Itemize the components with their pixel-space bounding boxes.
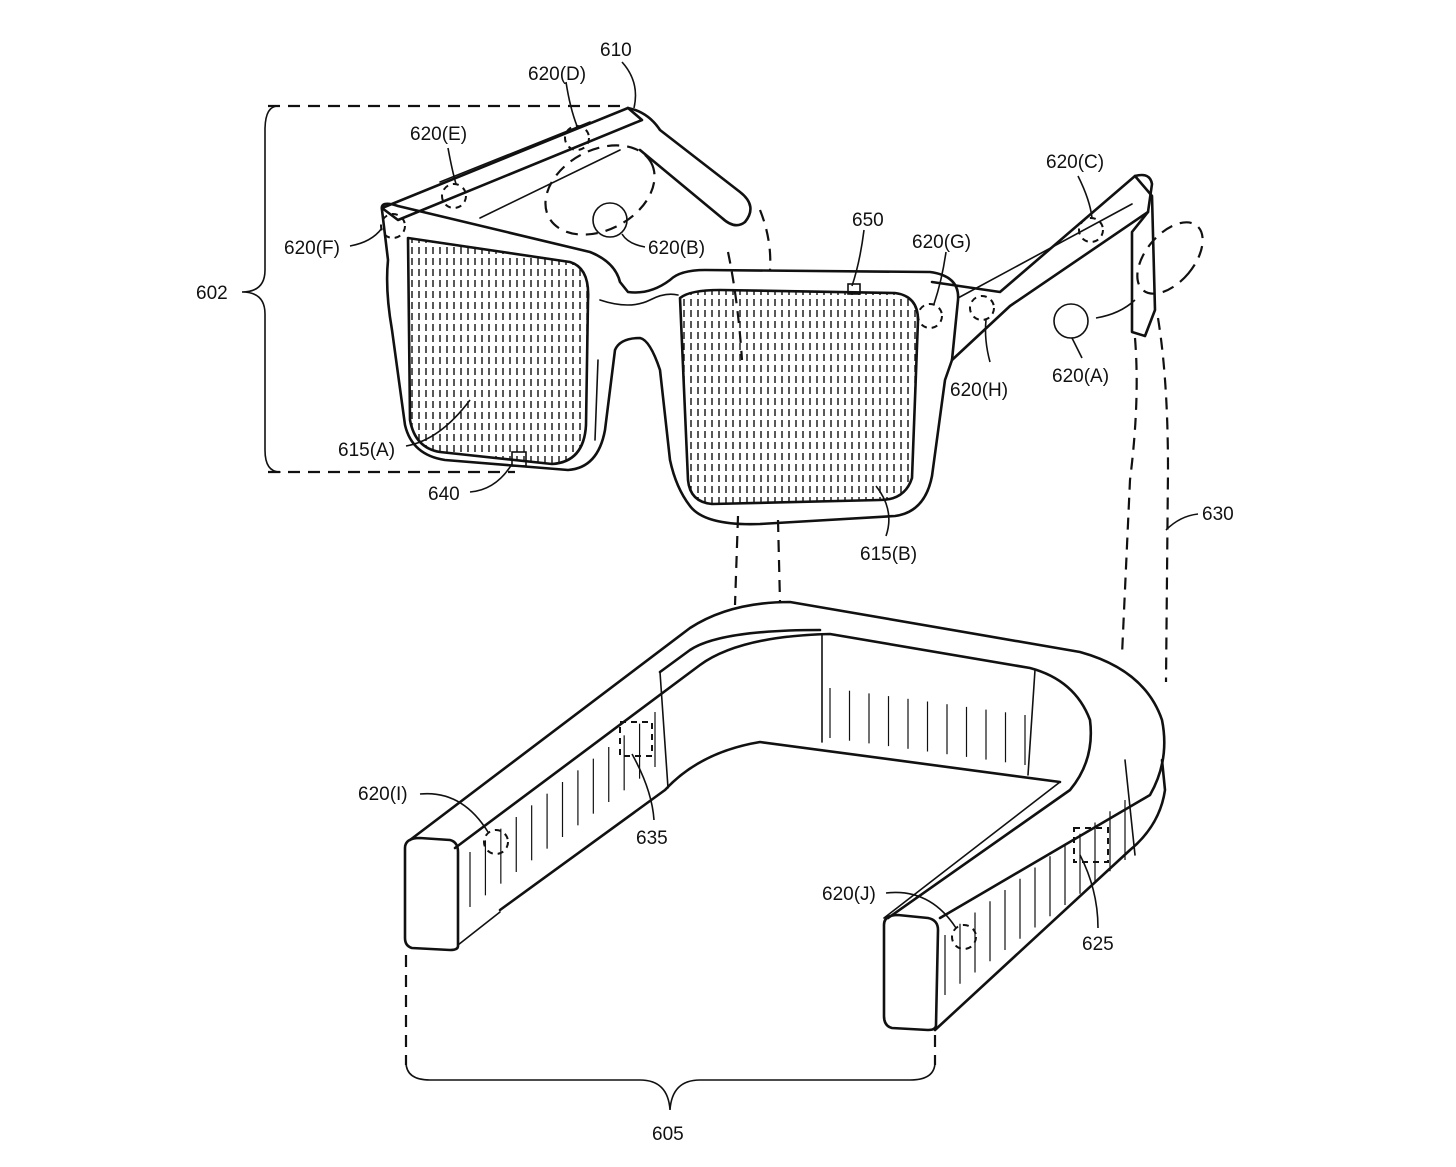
label-620B: 620(B) <box>648 238 705 259</box>
sensor-620J <box>951 924 977 950</box>
sensor-620C <box>1078 217 1104 243</box>
label-605: 605 <box>652 1124 684 1145</box>
sensor-620A <box>1053 303 1089 339</box>
label-620J: 620(J) <box>822 884 876 905</box>
sensor-650 <box>847 283 861 295</box>
label-635: 635 <box>636 828 668 849</box>
lens-615B <box>678 288 920 506</box>
leader-lines <box>349 61 1199 929</box>
labels: 610 620(D) 620(E) 620(F) 620(B) 650 620(… <box>196 40 1234 1145</box>
sensors-glasses <box>380 125 1204 467</box>
module-625 <box>1073 827 1109 863</box>
label-620F: 620(F) <box>284 238 340 259</box>
ear-loop-right <box>1136 221 1204 295</box>
sensor-620F <box>380 213 406 239</box>
label-620H: 620(H) <box>950 380 1008 401</box>
label-620E: 620(E) <box>410 124 467 145</box>
label-620A: 620(A) <box>1052 366 1109 387</box>
sensor-620G <box>917 303 943 329</box>
label-615B: 615(B) <box>860 544 917 565</box>
glasses-frame <box>380 106 1157 526</box>
label-640: 640 <box>428 484 460 505</box>
connectors-630 <box>726 209 1170 683</box>
bracket-602 <box>241 104 622 474</box>
label-650: 650 <box>852 210 884 231</box>
sensors-neckband <box>483 721 1109 950</box>
label-620G: 620(G) <box>912 232 971 253</box>
sensor-640 <box>511 451 527 467</box>
sensor-620E <box>441 183 467 209</box>
module-635 <box>619 721 653 757</box>
lens-615A <box>406 236 590 466</box>
neckband <box>403 600 1167 1032</box>
bracket-605 <box>404 955 937 1111</box>
label-620C: 620(C) <box>1046 152 1104 173</box>
label-625: 625 <box>1082 934 1114 955</box>
ear-loop-left <box>544 144 656 236</box>
label-620I: 620(I) <box>358 784 408 805</box>
label-620D: 620(D) <box>528 64 586 85</box>
sensor-620H <box>969 295 995 321</box>
label-630: 630 <box>1202 504 1234 525</box>
sensor-620B <box>592 202 628 238</box>
sensor-620I <box>483 829 509 855</box>
label-610: 610 <box>600 40 632 61</box>
label-602: 602 <box>196 283 228 304</box>
label-615A: 615(A) <box>338 440 395 461</box>
